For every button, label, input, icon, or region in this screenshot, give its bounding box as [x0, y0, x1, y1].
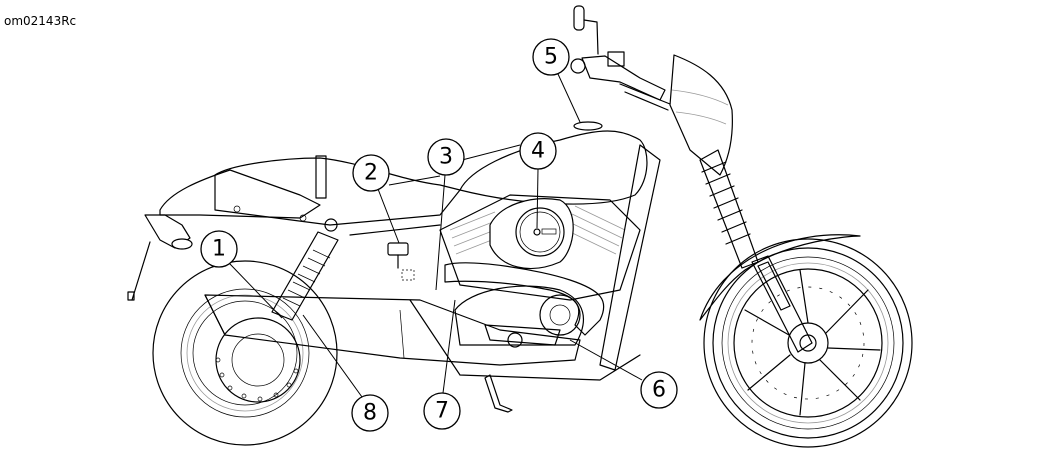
- callout-6[interactable]: 6: [569, 339, 678, 409]
- fuel-tank: [459, 121, 648, 205]
- callout-4-label: 4: [531, 139, 545, 164]
- cylinder-fins: [449, 205, 626, 255]
- tail-section: [127, 169, 321, 301]
- callout-6-label: 6: [652, 378, 666, 403]
- callout-5[interactable]: 5: [532, 38, 581, 123]
- component-2-part: [387, 242, 415, 281]
- front-wheel: [699, 234, 913, 448]
- shock-spring: [282, 249, 331, 307]
- callout-7-label: 7: [435, 399, 449, 424]
- front-spokes: [744, 269, 881, 416]
- handlebar: [570, 5, 671, 111]
- front-fork: [699, 149, 813, 353]
- callout-8-label: 8: [363, 401, 377, 426]
- rear-shock: [271, 218, 339, 321]
- callout-4[interactable]: 4: [519, 132, 557, 229]
- callout-7[interactable]: 7: [423, 299, 461, 430]
- rear-wheel: [152, 260, 338, 446]
- headlight-fairing: [669, 54, 733, 176]
- figure-id-label: om02143Rc: [4, 14, 77, 28]
- callout-1[interactable]: 1: [200, 230, 283, 319]
- callout-3[interactable]: 3: [427, 138, 521, 291]
- callout-1-label: 1: [212, 237, 226, 262]
- callout-5-label: 5: [544, 45, 558, 70]
- swingarm: [204, 294, 581, 366]
- callout-3-label: 3: [439, 145, 453, 170]
- fork-gaiter: [701, 161, 751, 245]
- callout-2-label: 2: [364, 161, 378, 186]
- callout-2[interactable]: 2: [352, 154, 441, 244]
- callout-8[interactable]: 8: [302, 314, 389, 432]
- fuel-cap: [573, 121, 603, 131]
- seat: [214, 155, 461, 226]
- engine: [439, 194, 641, 413]
- rear-disc-holes: [215, 357, 299, 402]
